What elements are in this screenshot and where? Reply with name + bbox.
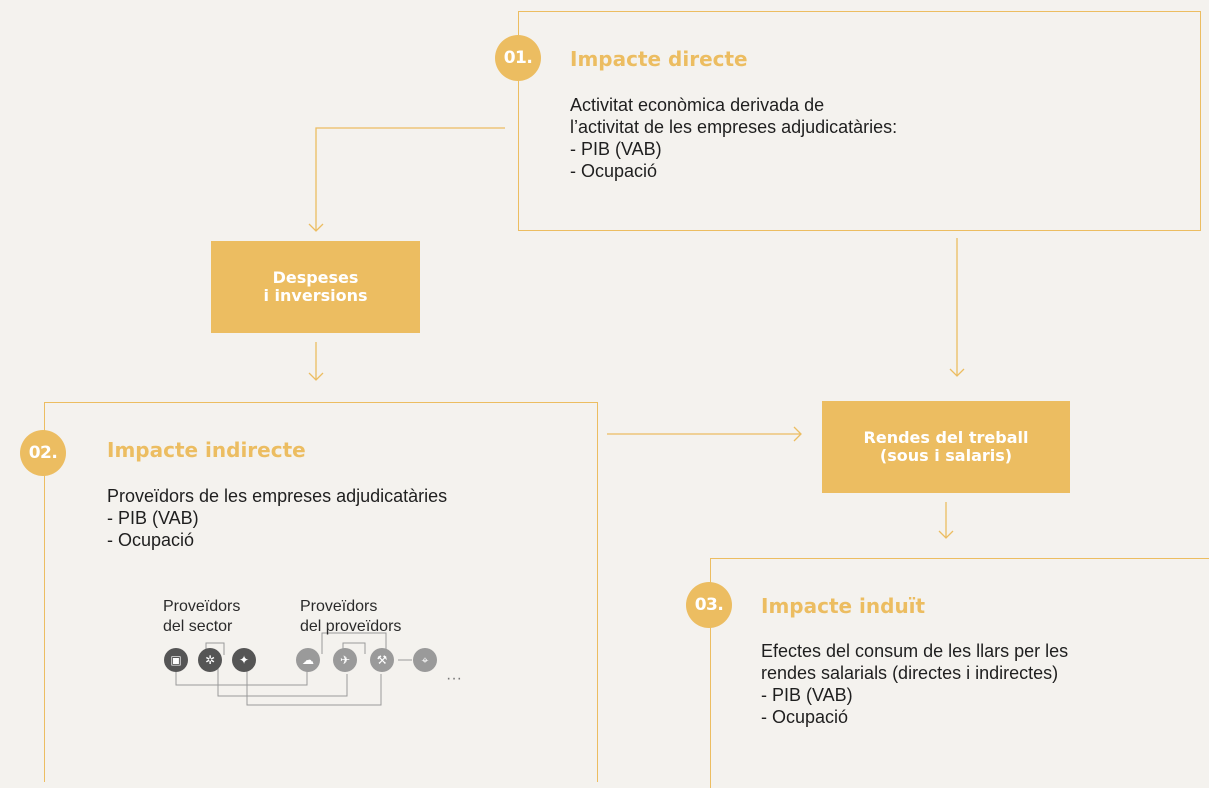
induced-impact-box: [710, 558, 1209, 788]
indirect-impact-box: [44, 402, 598, 782]
wages-tag-line1: Rendes del treball: [863, 428, 1029, 447]
description-line: - Ocupació: [570, 161, 658, 181]
indirect-impact-badge: 02.: [20, 430, 66, 476]
direct-impact-badge: 01.: [495, 35, 541, 81]
wages-tag: Rendes del treball (sous i salaris): [822, 401, 1070, 493]
description-line: Activitat econòmica derivada de: [570, 95, 825, 115]
description-line: l’activitat de les empreses adjudicatàri…: [570, 117, 898, 137]
arrow-direct-to-spending: [315, 127, 505, 231]
more-suppliers-ellipsis: ···: [446, 670, 462, 687]
induced-impact-badge: 03.: [686, 582, 732, 628]
pin-icon: ⌖: [413, 648, 437, 672]
description-line: - PIB (VAB): [570, 139, 662, 159]
description-line: Proveïdors de les empreses adjudicatàrie…: [107, 486, 448, 506]
label-line: Proveïdors: [163, 598, 241, 615]
bag-icon: ▣: [164, 648, 188, 672]
spending-tag-line2: i inversions: [263, 286, 368, 305]
direct-impact-description: Activitat econòmica derivada de l’activi…: [570, 94, 897, 182]
spending-tag: Despeses i inversions: [211, 241, 420, 333]
supplier-chain-lines: [175, 632, 412, 706]
satellite-icon: ✦: [232, 648, 256, 672]
plane-icon: ✈: [333, 648, 357, 672]
gears-icon: ✲: [198, 648, 222, 672]
description-line: Efectes del consum de les llars per les: [761, 641, 1069, 661]
label-line: del proveïdors: [300, 618, 402, 635]
indirect-impact-description: Proveïdors de les empreses adjudicatàrie…: [107, 485, 447, 551]
label-line: del sector: [163, 618, 233, 635]
cloud-icon: ☁: [296, 648, 320, 672]
tools-icon: ⚒: [370, 648, 394, 672]
description-line: - PIB (VAB): [761, 685, 853, 705]
induced-impact-description: Efectes del consum de les llars per les …: [761, 640, 1068, 728]
description-line: - Ocupació: [761, 707, 849, 727]
description-line: - Ocupació: [107, 530, 195, 550]
description-line: - PIB (VAB): [107, 508, 199, 528]
induced-impact-title: Impacte induït: [761, 594, 926, 618]
label-line: Proveïdors: [300, 598, 378, 615]
suppliers-of-suppliers-label: Proveïdors del proveïdors: [300, 597, 401, 637]
direct-impact-title: Impacte directe: [570, 47, 748, 71]
connector-lines: [175, 127, 965, 706]
description-line: rendes salarials (directes i indirectes): [761, 663, 1059, 683]
suppliers-sector-label: Proveïdors del sector: [163, 597, 240, 637]
indirect-impact-title: Impacte indirecte: [107, 438, 306, 462]
direct-impact-box: [518, 11, 1201, 231]
spending-tag-line1: Despeses: [272, 268, 359, 287]
wages-tag-line2: (sous i salaris): [879, 446, 1013, 465]
